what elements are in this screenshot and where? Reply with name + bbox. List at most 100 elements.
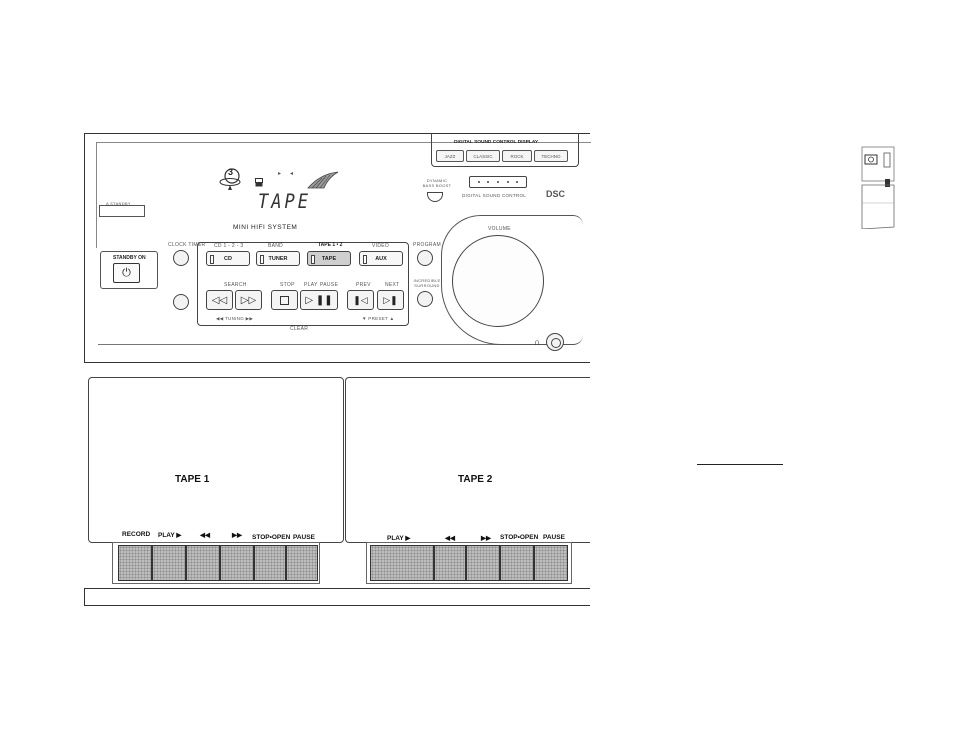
fast-forward-icon: ▷▷: [240, 294, 257, 306]
unit-base: [84, 588, 590, 606]
standby-indicator-box: [99, 205, 145, 217]
program-button[interactable]: [417, 250, 433, 266]
upper-panel: [84, 133, 590, 363]
volume-knob[interactable]: [452, 235, 544, 327]
standby-indicator-label: A STANDBY: [106, 201, 131, 206]
play-label: PLAY: [304, 282, 318, 288]
power-icon: ⏻: [122, 266, 131, 279]
standby-on-label: STANDBY ON: [113, 255, 146, 261]
search-back-button[interactable]: ◁◁: [206, 290, 233, 310]
dsc-preset-label: TECHNO: [541, 153, 561, 159]
display-mode-text: TAPE: [258, 190, 311, 214]
dsc-preset-rock[interactable]: ROCK: [502, 150, 532, 162]
incredible-surround-button[interactable]: [417, 291, 433, 307]
clear-label: CLEAR: [290, 326, 309, 332]
source-button-cd[interactable]: CD: [206, 251, 250, 266]
source-indicator: [311, 255, 315, 264]
stop-button[interactable]: [271, 290, 298, 310]
dsc-preset-label: ROCK: [510, 153, 524, 159]
next-button[interactable]: ▷❚: [377, 290, 404, 310]
play-indicator-icon: ▸: [278, 171, 282, 177]
tape2-ffwd-label: ▶▶: [481, 535, 491, 542]
program-label: PROGRAM: [413, 242, 441, 248]
tape2-rewind-key[interactable]: [434, 545, 466, 581]
dsc-logo: DSC: [546, 189, 566, 199]
disc-3-icon: [218, 167, 244, 191]
tape2-key-tray: [366, 542, 572, 584]
play-pause-icon: ▷ ❚❚: [305, 294, 333, 306]
tape2-pause-key[interactable]: [534, 545, 568, 581]
dsc-display-title: DIGITAL SOUND CONTROL DISPLAY: [454, 140, 539, 145]
tape1-stop-open-key[interactable]: [254, 545, 286, 581]
tape1-play-label: PLAY ▶: [158, 532, 182, 539]
digital-sound-control-label: DIGITAL SOUND CONTROL: [462, 193, 527, 198]
tape1-key-tray: [112, 542, 320, 584]
video-label: VIDEO: [372, 243, 390, 249]
dynamic-bass-label: DYNAMIC BASS BOOST: [422, 178, 452, 188]
source-indicator: [260, 255, 264, 264]
tape2-stop-open-label: STOP•OPEN: [500, 534, 539, 541]
incredible-surround-label: INCREDIBLE SURROUND: [413, 278, 441, 288]
clock-timer-label: CLOCK TIMER: [168, 242, 206, 248]
tape1-deck: [88, 377, 344, 543]
standby-bezel: [100, 251, 158, 289]
source-indicator: [363, 255, 367, 264]
logo-wing-icon: [306, 170, 340, 190]
tape1-rewind-label: ◀◀: [200, 532, 210, 539]
source-label-cd: CD: [224, 255, 232, 262]
tape2-title: TAPE 2: [458, 474, 493, 485]
dsc-control-button[interactable]: [469, 176, 527, 188]
cassette-indicator-icon: [255, 174, 263, 187]
tape2-play-key[interactable]: [370, 545, 434, 581]
next-label: NEXT: [385, 282, 400, 288]
mini-hifi-system-label: MINI HIFI SYSTEM: [233, 224, 298, 231]
source-button-tape[interactable]: TAPE: [307, 251, 351, 266]
tape2-deck: [345, 377, 590, 543]
display-button[interactable]: [173, 294, 189, 310]
tuning-label: ◀◀ TUNING ▶▶: [216, 316, 254, 321]
source-indicator: [210, 255, 214, 264]
headphone-jack[interactable]: [546, 333, 564, 351]
control-group-frame: [197, 242, 409, 326]
stop-label: STOP: [280, 282, 295, 288]
dsc-display-frame: [431, 133, 579, 167]
dsc-preset-jazz[interactable]: JAZZ: [436, 150, 464, 162]
dsc-preset-label: CLASSIC: [473, 153, 493, 159]
tape1-stop-open-label: STOP•OPEN: [252, 534, 291, 541]
tape1-title: TAPE 1: [175, 474, 210, 485]
tape2-ffwd-key[interactable]: [466, 545, 500, 581]
tape-group-label: TAPE 1 • 2: [318, 242, 343, 248]
rev-indicator-icon: ◂: [290, 171, 294, 177]
tape1-play-key[interactable]: [152, 545, 186, 581]
pause-label: PAUSE: [320, 282, 339, 288]
dsc-preset-classic[interactable]: CLASSIC: [466, 150, 500, 162]
dsc-preset-techno[interactable]: TECHNO: [534, 150, 568, 162]
tape2-rewind-label: ◀◀: [445, 535, 455, 542]
play-pause-button[interactable]: ▷ ❚❚: [300, 290, 338, 310]
source-label-aux: AUX: [375, 255, 387, 262]
tape1-rewind-key[interactable]: [186, 545, 220, 581]
preset-label: ▼ PRESET ▲: [362, 316, 395, 321]
search-label: SEARCH: [224, 282, 247, 288]
source-button-aux[interactable]: AUX: [359, 251, 403, 266]
tape2-stop-open-key[interactable]: [500, 545, 534, 581]
standby-on-button[interactable]: ⏻: [113, 263, 140, 283]
clock-timer-button[interactable]: [173, 250, 189, 266]
divider-line: [697, 464, 783, 465]
source-button-tuner[interactable]: TUNER: [256, 251, 300, 266]
volume-label: VOLUME: [488, 226, 511, 232]
panel-inner-line: [96, 142, 591, 248]
search-forward-button[interactable]: ▷▷: [235, 290, 262, 310]
tape1-record-key[interactable]: [118, 545, 152, 581]
tape2-play-label: PLAY ▶: [387, 535, 411, 542]
tape1-ffwd-key[interactable]: [220, 545, 254, 581]
rewind-icon: ◁◁: [211, 294, 228, 306]
prev-button[interactable]: ❚◁: [347, 290, 374, 310]
skip-back-icon: ❚◁: [353, 294, 368, 305]
headphones-icon: ∩: [534, 337, 541, 347]
prev-label: PREV: [356, 282, 371, 288]
panel-lower-line: [98, 344, 538, 345]
tape1-record-label: RECORD: [122, 531, 151, 538]
volume-surround: [441, 215, 583, 345]
tape1-pause-key[interactable]: [286, 545, 318, 581]
